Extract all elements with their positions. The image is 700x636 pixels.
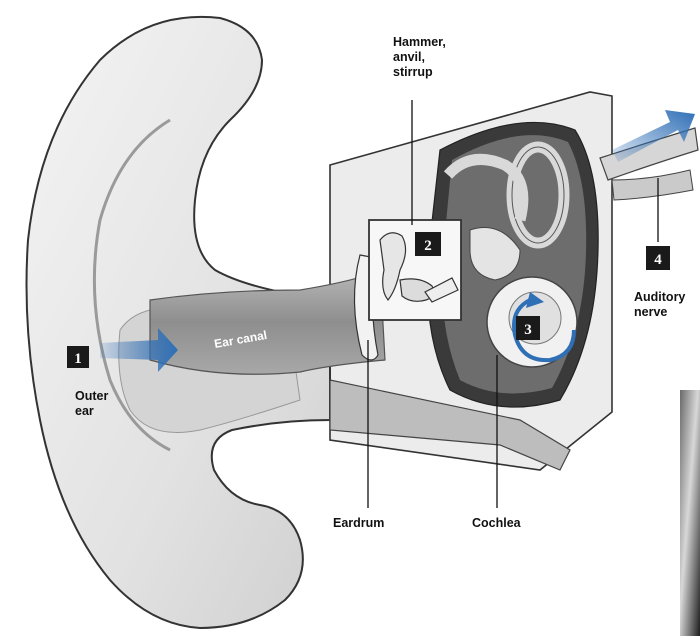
svg-text:2: 2	[424, 238, 432, 254]
badge-auditory-nerve: 4	[646, 246, 670, 270]
svg-text:3: 3	[524, 322, 532, 338]
svg-text:1: 1	[74, 351, 82, 367]
inset-photo	[680, 390, 700, 636]
badge-outer-ear: 1	[67, 346, 89, 368]
badge-middle-ear: 2	[415, 232, 441, 256]
cochlea-label: Cochlea	[472, 516, 522, 530]
auditory-nerve-label: Auditory nerve	[634, 290, 689, 319]
hammer-anvil-stirrup-label: Hammer, anvil, stirrup	[393, 35, 449, 79]
badge-cochlea: 3	[516, 316, 540, 340]
eardrum-label: Eardrum	[333, 516, 384, 530]
svg-text:4: 4	[654, 252, 662, 268]
